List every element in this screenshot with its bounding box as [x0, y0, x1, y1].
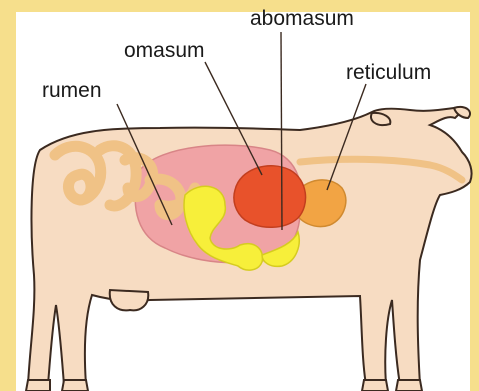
hoof-1 — [26, 380, 50, 391]
label-reticulum: reticulum — [346, 62, 431, 83]
abomasum-organ — [234, 166, 306, 228]
hoof-2 — [62, 380, 88, 391]
frame-top — [0, 0, 479, 12]
hoof-4 — [396, 380, 422, 391]
frame-right — [470, 0, 479, 391]
udder — [110, 290, 149, 310]
label-rumen: rumen — [42, 80, 102, 101]
label-omasum: omasum — [124, 40, 205, 61]
frame-left — [0, 0, 16, 391]
hoof-3 — [362, 380, 388, 391]
label-abomasum: abomasum — [250, 8, 354, 29]
